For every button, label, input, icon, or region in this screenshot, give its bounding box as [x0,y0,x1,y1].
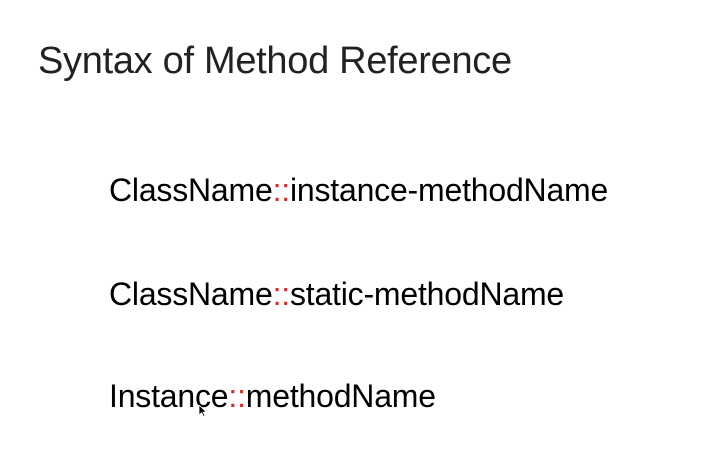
slide-title: Syntax of Method Reference [38,40,512,82]
method-name-text: instance-methodName [289,172,609,208]
syntax-line-instance-reference: Instance::methodName [109,378,436,415]
syntax-line-static-method: ClassName::static-methodName [109,276,564,313]
instance-text: Instance [109,378,229,414]
syntax-line-instance-method: ClassName::instance-methodName [109,172,608,209]
class-name-text: ClassName [109,172,273,208]
double-colon-separator: :: [228,378,246,414]
method-name-text: methodName [245,378,436,414]
mouse-pointer-icon [198,405,208,417]
method-name-text: static-methodName [289,276,565,312]
class-name-text: ClassName [109,276,273,312]
double-colon-separator: :: [272,172,291,208]
double-colon-separator: :: [272,276,291,312]
